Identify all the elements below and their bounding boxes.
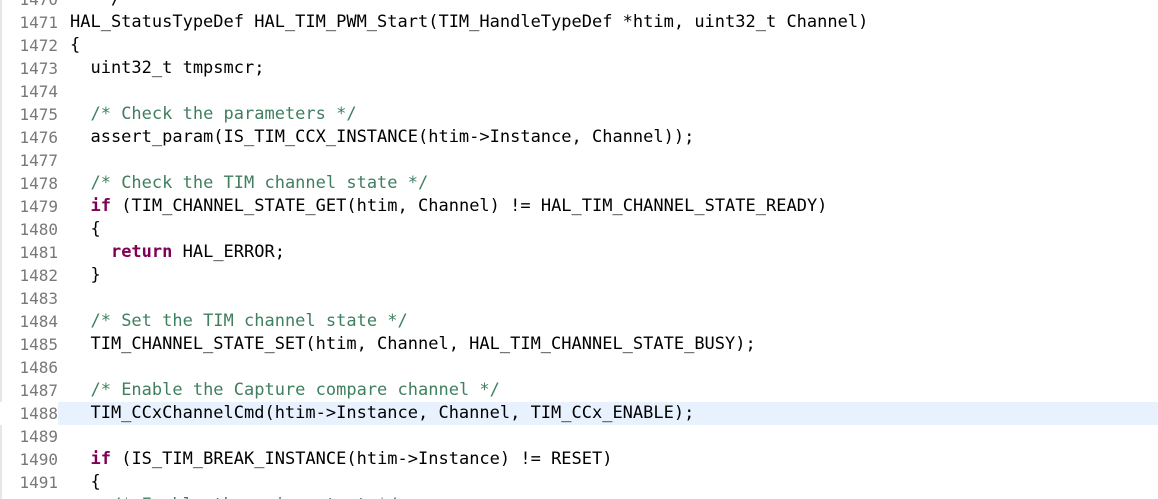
code-line[interactable]: 1479 if (TIM_CHANNEL_STATE_GET(htim, Cha… (0, 195, 1158, 218)
code-text[interactable]: uint32_t tmpsmcr; (70, 57, 264, 80)
line-number: 1485 (19, 335, 58, 354)
code-line[interactable]: 1481 return HAL_ERROR; (0, 241, 1158, 264)
keyword-token: if (90, 196, 111, 216)
line-number: 1489 (19, 427, 58, 446)
comment-token: /* Check the TIM channel state */ (90, 173, 429, 193)
code-line[interactable]: 1491 { (0, 471, 1158, 494)
code-line[interactable]: 1480 { (0, 218, 1158, 241)
code-text[interactable]: */ (70, 0, 121, 11)
code-text[interactable]: if (TIM_CHANNEL_STATE_GET(htim, Channel)… (70, 195, 827, 218)
code-text[interactable]: TIM_CHANNEL_STATE_SET(htim, Channel, HAL… (70, 333, 756, 356)
line-number: 1482 (19, 266, 58, 285)
line-number: 1473 (19, 59, 58, 78)
line-number: 1470 (0, 0, 58, 11)
code-token (70, 380, 90, 400)
line-number: 1474 (19, 82, 58, 101)
code-token (70, 495, 111, 499)
code-token (70, 242, 111, 262)
code-text[interactable]: if (IS_TIM_BREAK_INSTANCE(htim->Instance… (70, 448, 612, 471)
keyword-token: return (110, 242, 173, 262)
code-text[interactable]: /* Set the TIM channel state */ (70, 310, 408, 333)
code-text[interactable]: } (70, 264, 101, 287)
code-token: uint32_t tmpsmcr; (70, 58, 265, 78)
code-text[interactable]: /* Enable the Capture compare channel */ (70, 379, 500, 402)
code-token: */ (70, 0, 121, 9)
line-number: 1477 (19, 151, 58, 170)
code-text[interactable]: HAL_StatusTypeDef HAL_TIM_PWM_Start(TIM_… (70, 11, 868, 34)
code-line[interactable]: 1472 { (0, 34, 1158, 57)
code-line[interactable]: 1490 if (IS_TIM_BREAK_INSTANCE(htim->Ins… (0, 448, 1158, 471)
line-number: 1476 (19, 128, 58, 147)
code-line[interactable]: 1473 uint32_t tmpsmcr; (0, 57, 1158, 80)
line-number: 1481 (19, 243, 58, 262)
code-text[interactable]: { (70, 218, 101, 241)
code-text[interactable]: { (70, 471, 101, 494)
code-token: { (70, 472, 101, 492)
code-line[interactable]: 1487 /* Enable the Capture compare chann… (0, 379, 1158, 402)
line-number: 1479 (19, 197, 58, 216)
code-line[interactable]: 1483 (0, 287, 1158, 310)
code-text[interactable]: assert_param(IS_TIM_CCX_INSTANCE(htim->I… (70, 126, 694, 149)
comment-token: /* Enable the Capture compare channel */ (90, 380, 500, 400)
code-line[interactable]: 1478 /* Check the TIM channel state */ (0, 172, 1158, 195)
line-number: 1472 (19, 36, 58, 55)
line-number: 1486 (19, 358, 58, 377)
line-number: 1491 (19, 473, 58, 492)
code-token: { (70, 35, 81, 55)
code-text[interactable]: return HAL_ERROR; (70, 241, 285, 264)
code-line[interactable]: 1486 (0, 356, 1158, 379)
code-token (70, 449, 90, 469)
line-number: 1475 (19, 105, 58, 124)
code-token: TIM_CHANNEL_STATE_SET(htim, Channel, HAL… (70, 334, 756, 354)
code-line-current[interactable]: 1488 TIM_CCxChannelCmd(htim->Instance, C… (0, 402, 1158, 425)
code-token (70, 173, 90, 193)
code-token (70, 311, 90, 331)
gutter-border (0, 0, 2, 499)
comment-token: /* Set the TIM channel state */ (90, 311, 408, 331)
code-line[interactable]: 1482 } (0, 264, 1158, 287)
code-token (70, 196, 90, 216)
code-text[interactable]: { (70, 34, 80, 57)
code-token: assert_param(IS_TIM_CCX_INSTANCE(htim->I… (70, 127, 695, 147)
line-number: 1483 (19, 289, 58, 308)
code-text[interactable]: /* Check the TIM channel state */ (70, 172, 428, 195)
code-text[interactable]: /* Enable the main output */ (70, 494, 398, 499)
code-token: HAL_StatusTypeDef HAL_TIM_PWM_Start(TIM_… (70, 12, 869, 32)
line-number: 1478 (19, 174, 58, 193)
code-token: (IS_TIM_BREAK_INSTANCE(htim->Instance) !… (110, 449, 613, 469)
code-line[interactable]: 1471 HAL_StatusTypeDef HAL_TIM_PWM_Start(… (0, 11, 1158, 34)
code-text[interactable]: /* Check the parameters */ (70, 103, 357, 126)
code-line[interactable]: 1489 (0, 425, 1158, 448)
comment-token: /* Enable the main output */ (111, 495, 398, 499)
code-line[interactable]: 1484 /* Set the TIM channel state */ (0, 310, 1158, 333)
code-line[interactable]: 1477 (0, 149, 1158, 172)
code-token: { (70, 219, 101, 239)
line-number: 1492 (0, 494, 58, 499)
code-line[interactable]: 1470 */ (0, 0, 1158, 11)
line-number: 1471 (19, 13, 58, 32)
code-token: (TIM_CHANNEL_STATE_GET(htim, Channel) !=… (110, 196, 828, 216)
line-number: 1488 (0, 402, 58, 425)
code-line[interactable]: 1475 /* Check the parameters */ (0, 103, 1158, 126)
code-line[interactable]: 1485 TIM_CHANNEL_STATE_SET(htim, Channel… (0, 333, 1158, 356)
code-line[interactable]: 1474 (0, 80, 1158, 103)
code-token (70, 104, 90, 124)
line-number: 1487 (19, 381, 58, 400)
keyword-token: if (90, 449, 111, 469)
code-line[interactable]: 1492 /* Enable the main output */ (0, 494, 1158, 499)
code-token: } (70, 265, 101, 285)
line-number: 1484 (19, 312, 58, 331)
line-number: 1490 (19, 450, 58, 469)
comment-token: /* Check the parameters */ (90, 104, 357, 124)
line-number: 1480 (19, 220, 58, 239)
code-token: TIM_CCxChannelCmd(htim->Instance, Channe… (70, 403, 695, 423)
code-line[interactable]: 1476 assert_param(IS_TIM_CCX_INSTANCE(ht… (0, 126, 1158, 149)
code-text[interactable]: TIM_CCxChannelCmd(htim->Instance, Channe… (70, 402, 694, 425)
code-token: HAL_ERROR; (172, 242, 285, 262)
